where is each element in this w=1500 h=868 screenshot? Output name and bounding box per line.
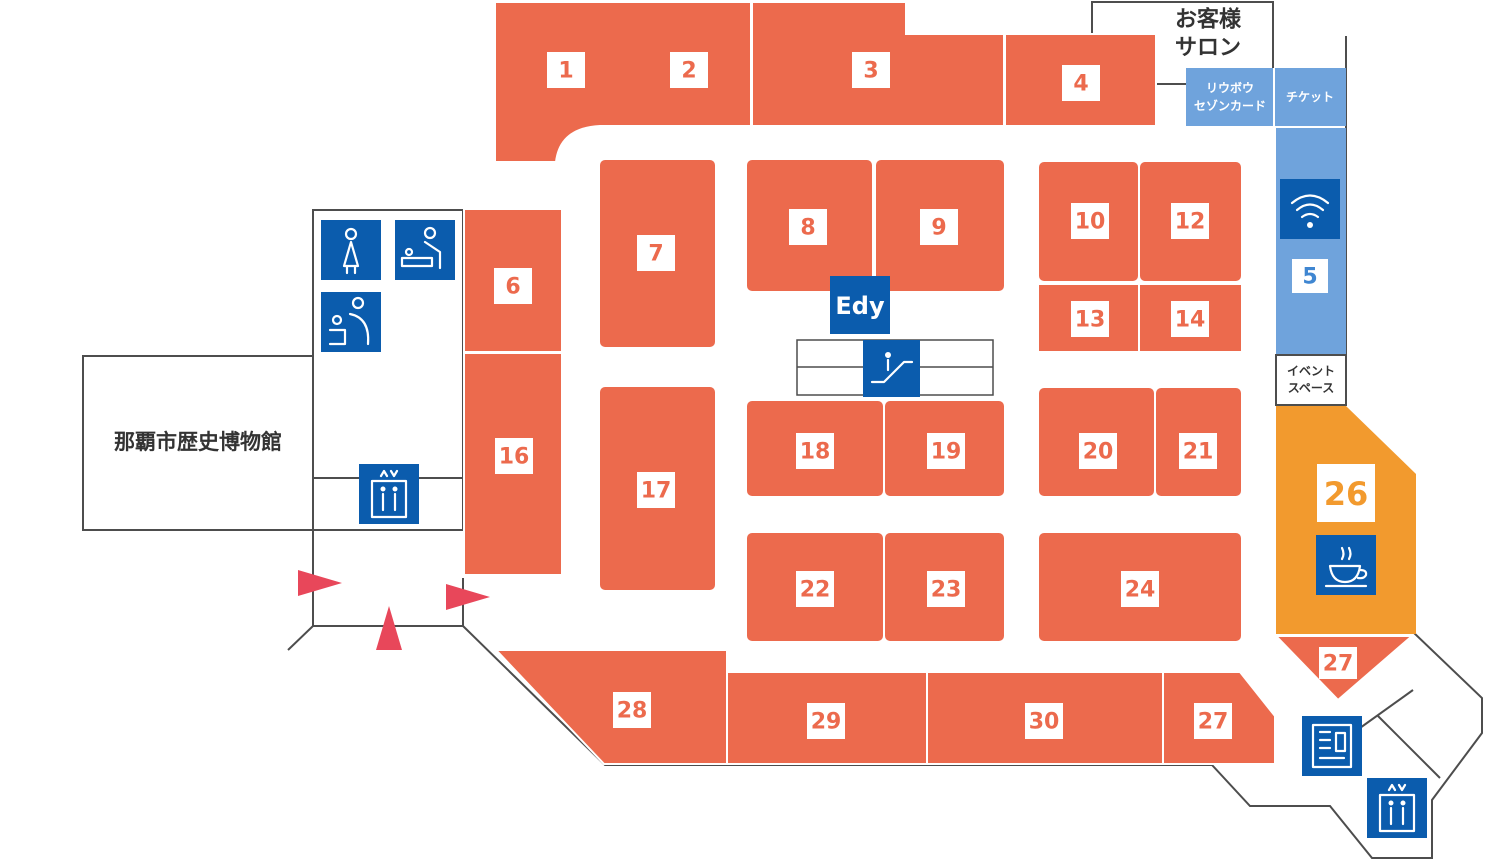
shop-number-27a: 27 <box>1319 647 1357 679</box>
shop-number-label: 6 <box>505 275 520 300</box>
shop-28[interactable] <box>493 649 728 765</box>
shop-number-label: 4 <box>1073 72 1088 97</box>
salon-label-line1: お客様 <box>1175 7 1242 33</box>
shop-number-19: 19 <box>927 433 965 469</box>
shop-number-label: 22 <box>800 578 831 603</box>
shop-number-4: 4 <box>1062 65 1100 101</box>
shop-number-17: 17 <box>637 472 675 508</box>
shop-number-label: 19 <box>931 440 962 465</box>
womens-restroom-icon[interactable] <box>321 220 381 280</box>
entrance-arrow-icon <box>298 570 342 596</box>
shop-number-13: 13 <box>1071 301 1109 337</box>
shop-number-28: 28 <box>613 692 651 728</box>
event-label-line1: イベント <box>1287 364 1335 378</box>
event-space[interactable] <box>1275 354 1347 406</box>
nursing-room-icon[interactable] <box>321 292 381 352</box>
shop-number-24: 24 <box>1121 571 1159 607</box>
shop-number-26: 26 <box>1317 464 1375 522</box>
escalator-icon[interactable] <box>863 340 920 397</box>
shop-number-8: 8 <box>789 209 827 245</box>
shop-number-label: 14 <box>1175 308 1206 333</box>
shop-number-10: 10 <box>1071 203 1109 239</box>
ticket-counter[interactable] <box>1275 68 1346 126</box>
elevator-icon[interactable] <box>359 464 419 524</box>
vending-machine-icon[interactable] <box>1302 716 1362 776</box>
shop-number-label: 2 <box>681 59 696 84</box>
elevator-icon[interactable] <box>1367 778 1427 838</box>
shop-number-label: 29 <box>811 710 842 735</box>
shop-number-label: 13 <box>1075 308 1106 333</box>
entrance-arrow-icon <box>376 606 402 650</box>
shop-number-23: 23 <box>927 571 965 607</box>
edy-label: Edy <box>835 292 885 320</box>
baby-changing-icon[interactable] <box>395 220 455 280</box>
card-counter[interactable] <box>1186 68 1274 126</box>
shop-number-29: 29 <box>807 703 845 739</box>
shop-number-22: 22 <box>796 571 834 607</box>
shop-number-16: 16 <box>495 438 533 474</box>
shop-number-label: 23 <box>931 578 962 603</box>
shop-number-label: 26 <box>1324 475 1369 513</box>
card-label-line2: セゾンカード <box>1194 98 1266 113</box>
shop-number-label: 27 <box>1198 710 1229 735</box>
shop-number-label: 21 <box>1183 440 1214 465</box>
shop-number-20: 20 <box>1079 433 1117 469</box>
entrance-arrow-icon <box>446 584 490 610</box>
shop-number-3: 3 <box>852 52 890 88</box>
shop-number-27b: 27 <box>1194 703 1232 739</box>
shop-number-label: 8 <box>800 216 815 241</box>
shop-number-label: 9 <box>931 216 946 241</box>
shop-number-label: 24 <box>1125 578 1156 603</box>
shop-number-7: 7 <box>637 235 675 271</box>
shop-1-2[interactable] <box>494 1 752 163</box>
shop-number-9: 9 <box>920 209 958 245</box>
event-label-line2: スペース <box>1288 381 1335 395</box>
shop-number-label: 30 <box>1029 710 1060 735</box>
salon-label-line2: サロン <box>1175 36 1241 61</box>
shop-number-label: 10 <box>1075 210 1106 235</box>
shop-number-label: 3 <box>863 59 878 84</box>
shop-number-label: 20 <box>1083 440 1114 465</box>
shop-number-label: 5 <box>1302 265 1317 290</box>
ticket-label: チケット <box>1286 90 1334 104</box>
wifi-icon[interactable] <box>1280 179 1340 239</box>
shop-number-21: 21 <box>1179 433 1217 469</box>
edy-terminal[interactable]: Edy <box>830 276 890 334</box>
shop-number-label: 7 <box>648 242 663 267</box>
shop-number-18: 18 <box>796 433 834 469</box>
shop-number-label: 12 <box>1175 210 1206 235</box>
shop-number-1: 1 <box>547 52 585 88</box>
shop-number-5: 5 <box>1292 259 1328 293</box>
shop-number-label: 18 <box>800 440 831 465</box>
shop-5-area[interactable] <box>1276 128 1346 354</box>
shop-number-6: 6 <box>494 268 532 304</box>
shop-number-30: 30 <box>1025 703 1063 739</box>
shop-number-label: 1 <box>558 59 573 84</box>
shop-number-label: 27 <box>1323 652 1354 677</box>
museum-label: 那覇市歴史博物館 <box>114 430 282 454</box>
shop-number-label: 16 <box>499 445 530 470</box>
cafe-icon[interactable] <box>1316 535 1376 595</box>
shop-number-label: 17 <box>641 479 672 504</box>
shop-number-label: 28 <box>617 699 648 724</box>
shop-number-2: 2 <box>670 52 708 88</box>
card-label-line1: リウボウ <box>1206 80 1254 95</box>
shop-number-12: 12 <box>1171 203 1209 239</box>
shop-number-14: 14 <box>1171 301 1209 337</box>
